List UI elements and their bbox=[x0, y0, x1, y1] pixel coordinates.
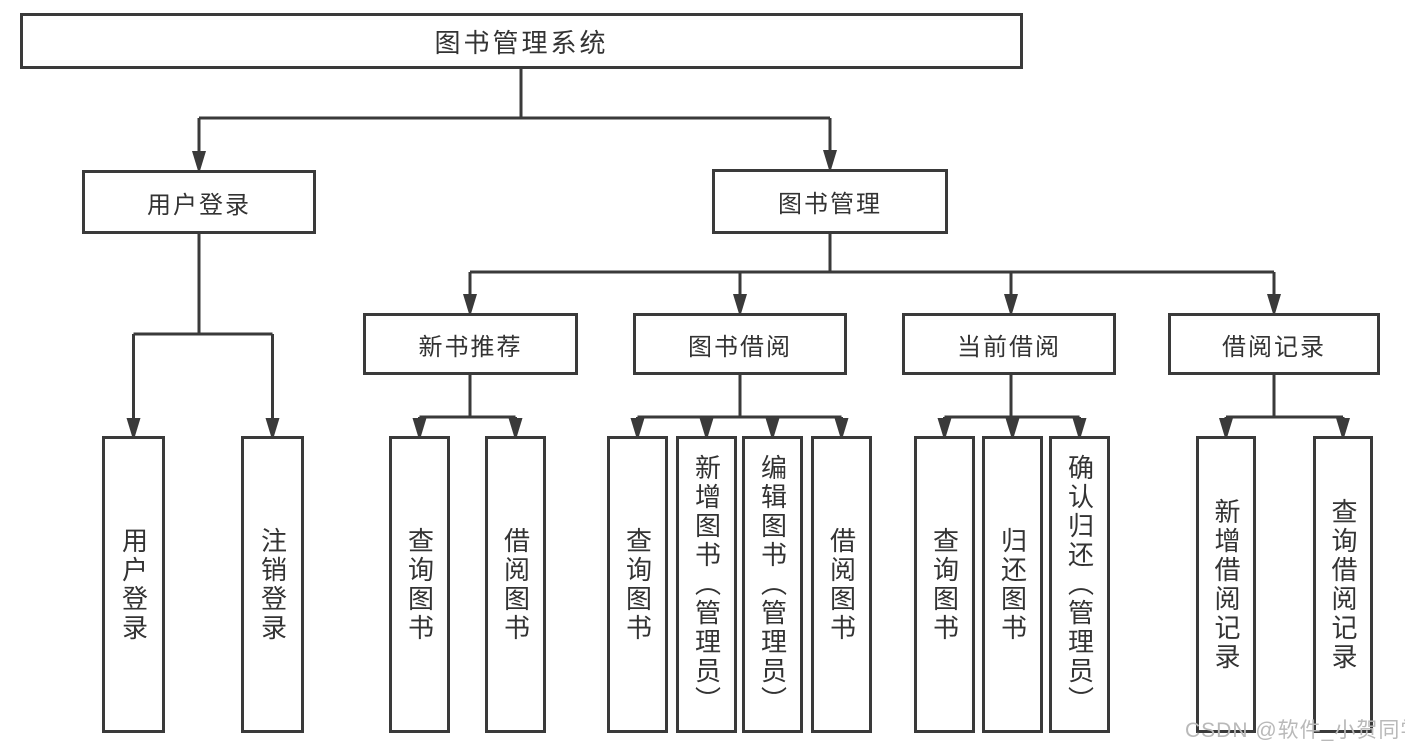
node-root-library-management-system: 图书管理系统 bbox=[20, 13, 1023, 69]
node-label: 新增图书（管理员） bbox=[691, 454, 722, 715]
node-label: 查询图书 bbox=[404, 526, 435, 643]
connector-root-to-level2 bbox=[197, 69, 832, 152]
node-current-borrowing: 当前借阅 bbox=[902, 313, 1116, 375]
connector-user-login-branch bbox=[132, 234, 274, 420]
node-user-login: 用户登录 bbox=[82, 170, 316, 234]
leaf-login-logout: 注销登录 bbox=[241, 436, 304, 733]
node-label: 借阅图书 bbox=[500, 526, 531, 643]
leaf-borrowing-query-books: 查询图书 bbox=[607, 436, 668, 733]
node-label: 编辑图书（管理员） bbox=[757, 454, 788, 715]
leaf-login-user-login: 用户登录 bbox=[102, 436, 165, 733]
node-label: 查询借阅记录 bbox=[1328, 497, 1358, 672]
arrowheads-leaves bbox=[126, 418, 1350, 441]
node-label: 归还图书 bbox=[997, 526, 1028, 643]
node-new-book-recommendation: 新书推荐 bbox=[363, 313, 578, 375]
connector-book-mgmt-branch bbox=[468, 234, 1276, 296]
node-label: 确认归还（管理员） bbox=[1064, 454, 1095, 715]
leaf-records-add-borrow-record: 新增借阅记录 bbox=[1196, 436, 1256, 733]
node-label: 图书管理 bbox=[778, 191, 882, 218]
leaf-current-query-books: 查询图书 bbox=[914, 436, 975, 733]
csdn-watermark: CSDN @软件_小贺同学 bbox=[1185, 719, 1405, 742]
node-label: 查询图书 bbox=[929, 526, 960, 643]
node-label: 当前借阅 bbox=[957, 333, 1061, 361]
node-label: 图书管理系统 bbox=[434, 27, 609, 58]
node-label: 图书借阅 bbox=[688, 333, 792, 361]
arrowheads-level3 bbox=[463, 294, 1281, 317]
node-label: 新书推荐 bbox=[418, 333, 523, 361]
node-label: 用户登录 bbox=[147, 191, 251, 219]
connector-leaf-splits bbox=[418, 375, 1345, 420]
leaf-borrowing-edit-books-admin: 编辑图书（管理员） bbox=[742, 436, 803, 733]
leaf-recommend-borrow-books: 借阅图书 bbox=[485, 436, 546, 733]
leaf-current-return-books: 归还图书 bbox=[982, 436, 1043, 733]
node-label: 新增借阅记录 bbox=[1211, 497, 1241, 672]
arrowheads-level2 bbox=[192, 150, 837, 174]
leaf-borrowing-borrow-books: 借阅图书 bbox=[811, 436, 872, 733]
leaf-recommend-query-books: 查询图书 bbox=[389, 436, 450, 733]
leaf-borrowing-add-books-admin: 新增图书（管理员） bbox=[676, 436, 737, 733]
node-book-borrowing: 图书借阅 bbox=[633, 313, 847, 375]
node-label: 用户登录 bbox=[118, 526, 149, 643]
node-borrowing-records: 借阅记录 bbox=[1168, 313, 1380, 375]
node-label: 借阅图书 bbox=[826, 526, 857, 643]
node-book-management: 图书管理 bbox=[712, 169, 948, 234]
node-label: 借阅记录 bbox=[1222, 333, 1326, 361]
node-label: 注销登录 bbox=[257, 526, 288, 643]
leaf-current-confirm-return-admin: 确认归还（管理员） bbox=[1049, 436, 1110, 733]
node-label: 查询图书 bbox=[622, 526, 653, 643]
leaf-records-query-borrow-record: 查询借阅记录 bbox=[1313, 436, 1373, 733]
